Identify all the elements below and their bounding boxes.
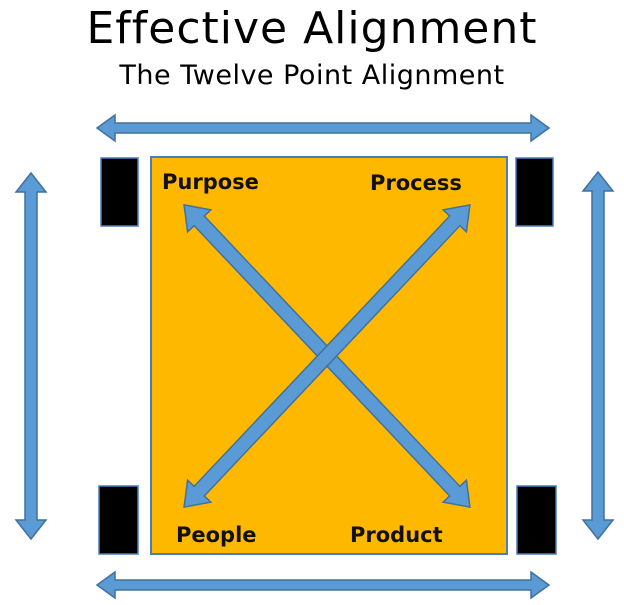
block-top-right xyxy=(515,157,554,227)
page-subtitle: The Twelve Point Alignment xyxy=(119,60,505,91)
label-product: Product xyxy=(350,523,443,547)
right-double-arrow xyxy=(581,170,615,541)
label-people: People xyxy=(176,523,257,547)
block-bottom-left xyxy=(98,485,139,555)
page-title: Effective Alignment xyxy=(86,3,538,54)
top-double-arrow xyxy=(95,113,551,143)
left-double-arrow xyxy=(14,171,48,541)
block-bottom-right xyxy=(516,485,557,555)
label-purpose: Purpose xyxy=(162,170,259,194)
block-top-left xyxy=(100,157,139,227)
diagonal-arrow-process-people xyxy=(183,203,471,509)
bottom-double-arrow xyxy=(95,570,551,600)
label-process: Process xyxy=(370,171,462,195)
